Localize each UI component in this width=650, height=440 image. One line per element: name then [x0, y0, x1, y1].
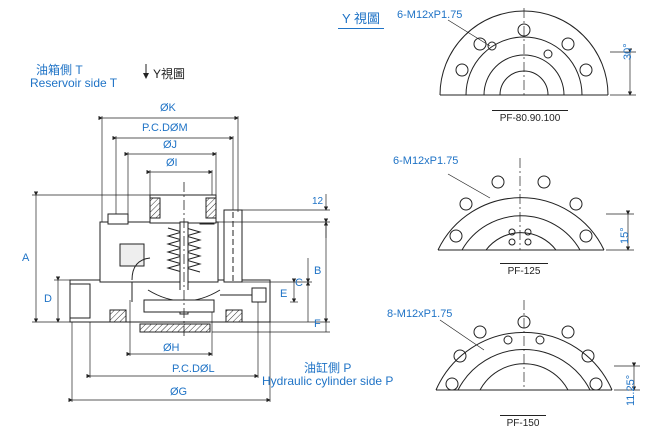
view1-angle-text: 30°	[622, 43, 634, 60]
dim-phi-g: ØG	[170, 386, 188, 398]
reservoir-label: 油箱側 T Reservoir side T	[30, 64, 117, 89]
hydraulic-label-zh: 油缸側 P	[304, 361, 352, 375]
dim-phi-j: ØJ	[163, 139, 178, 151]
dim-phi-i: ØI	[166, 157, 178, 169]
bottom-seal	[139, 323, 211, 333]
y-view-title: Y 視圖	[338, 8, 385, 29]
dim-phi-h: ØH	[163, 342, 180, 354]
view1-thread: 6-M12xP1.75	[397, 9, 463, 21]
view2-angle-text: 15°	[619, 227, 631, 244]
dim-pcd-l: P.C.DØL	[172, 363, 215, 375]
reservoir-label-zh: 油箱側 T	[36, 63, 83, 77]
dim-a: A	[22, 252, 30, 264]
dimension-lines	[68, 115, 271, 403]
valve-section-view	[69, 194, 271, 333]
view2-angle: 15°	[619, 227, 632, 244]
valve-body	[99, 221, 219, 283]
dim-b: B	[314, 265, 322, 277]
dim-pcd-m: P.C.DØM	[142, 122, 188, 134]
view2-caption: PF-125	[500, 263, 548, 277]
side-port	[251, 287, 267, 303]
dim-phi-k: ØK	[160, 102, 176, 114]
view1-angle: 30°	[622, 43, 635, 60]
hydraulic-label: 油缸側 P Hydraulic cylinder side P	[262, 362, 393, 387]
y-view-arrow-label: Y視圖	[153, 67, 186, 81]
dim-c: C	[295, 277, 303, 289]
dim-12: 12	[312, 196, 324, 207]
view3-caption: PF-150	[500, 415, 546, 429]
hydraulic-label-en: Hydraulic cylinder side P	[262, 373, 394, 388]
y-view-pf-80-90-100	[439, 8, 636, 96]
view3-thread: 8-M12xP1.75	[387, 308, 453, 320]
dim-d: D	[44, 293, 52, 305]
reservoir-label-en: Reservoir side T	[30, 75, 118, 90]
dim-e: E	[280, 288, 288, 300]
y-view-pf-150	[435, 300, 640, 391]
view2-thread: 6-M12xP1.75	[393, 155, 459, 167]
view1-caption: PF-80.90.100	[492, 110, 568, 124]
dim-f: F	[314, 318, 321, 330]
view3-angle-text: 11.25°	[625, 374, 637, 406]
view3-angle: 11.25°	[625, 374, 638, 406]
y-view-pf-125	[437, 158, 634, 251]
